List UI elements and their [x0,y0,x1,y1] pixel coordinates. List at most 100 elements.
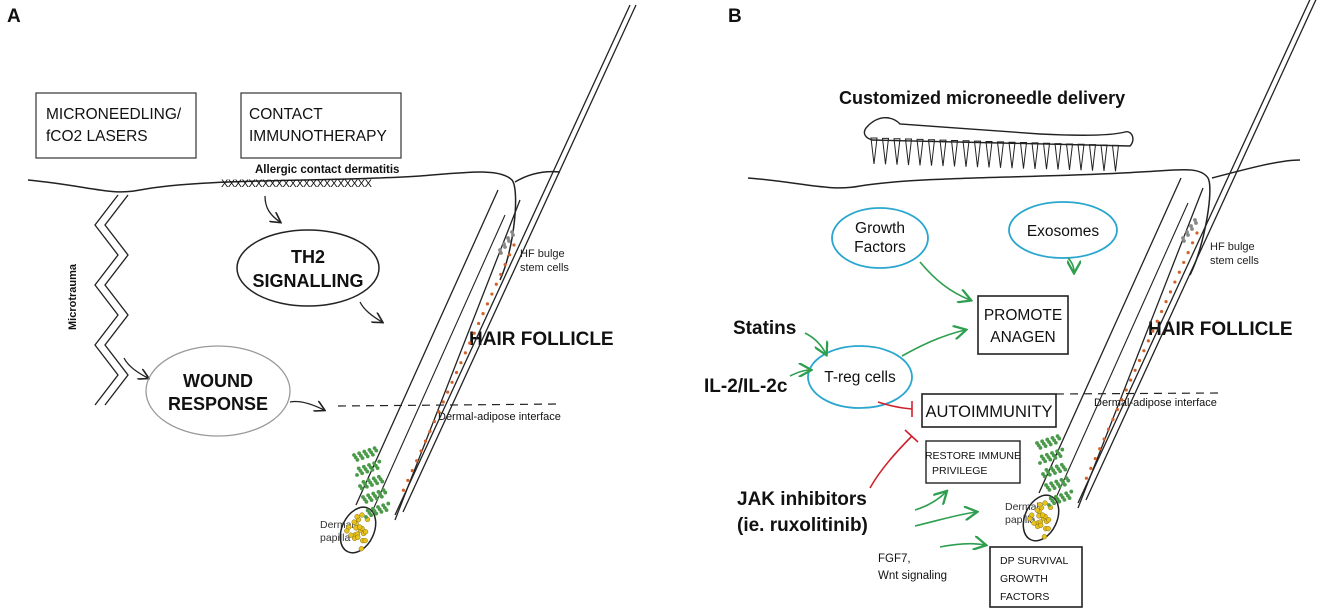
sheath-cell-b [1164,300,1168,304]
hf-bulge-b-line2: stem cells [1210,255,1259,267]
sheath-cell-a [494,282,498,286]
sheath-cell-b [1133,368,1137,372]
matrix-cell-a [380,479,385,484]
sheath-cell-a [499,272,503,277]
papilla-cell-b [1042,500,1048,506]
sheath-cell-b [1124,388,1128,392]
dp-line3: FACTORS [1000,591,1049,603]
papilla-cell-b [1045,526,1051,532]
microneedle [870,137,878,165]
autoimmunity-box [921,393,1057,428]
matrix-cell-a [360,471,365,476]
matrix-cell-b [1057,484,1062,489]
dermal-papilla-a-line1: Dermal [320,519,354,531]
bulge-cell-b [1189,224,1193,228]
dp-survival-box [989,546,1083,608]
inhibit-bar-2 [904,429,919,443]
sheath-cell-b [1115,407,1119,412]
hair-follicle-label-b: HAIR FOLLICLE [1148,319,1293,340]
matrix-cell-b [1047,472,1052,477]
microneedle [1042,142,1051,170]
microneedle-patch [863,117,1134,147]
hair-shaft-b [1077,0,1311,504]
sheath-cell-a [485,302,490,306]
sheath-cell-a [441,400,445,404]
fgf7-line1: FGF7, [878,553,911,565]
sheath-cell-b [1106,427,1111,431]
jak-line1: JAK inhibitors [737,489,867,510]
matrix-cell-a [375,481,380,486]
sheath-cell-b [1137,358,1142,363]
dp-line2: GROWTH [1000,573,1048,585]
inhibit-treg-autoimmunity [877,401,913,410]
restore-line1: RESTORE IMMUNE [925,450,1021,462]
matrix-cell-b [1052,486,1057,491]
sheath-cell-b [1190,241,1195,245]
skin-surface-a [27,171,517,281]
sheath-cell-a [477,321,481,326]
microtrauma-label: Microtrauma [67,263,79,330]
dermal-papilla-a-line2: papilla [320,532,351,544]
sheath-cell-b [1120,398,1124,402]
treg-label: T-reg cells [824,369,896,386]
sheath-cell-b [1182,260,1186,265]
panel-b: B Customized microneedle delivery Growth… [704,0,1317,608]
matrix-cell-b [1060,447,1065,452]
matrix-cell-a [370,467,375,472]
sheath-cell-a [468,341,472,345]
bulge-cell-a [499,251,503,255]
bulge-cell-a [507,239,511,243]
papilla-cell-b [1027,516,1033,522]
matrix-cell-a [377,459,382,464]
arrow-exosomes-promote [1068,257,1074,272]
arrow-wound-interface [289,401,324,410]
sheath-cell-a [432,419,436,424]
bulge-cell-a [503,245,507,249]
bulge-cell-b [1194,221,1198,225]
sheath-cell-a [507,253,512,257]
sheath-cell-a [463,351,467,355]
microneedle [1008,141,1016,169]
contact-box [240,92,402,159]
interface-line-a [337,403,561,407]
th2-line2: SIGNALLING [253,271,364,291]
contact-line1: CONTACT [249,106,323,123]
sheath-cell-b [1195,231,1199,235]
bulge-cell-a [506,236,510,240]
sheath-cell-b [1142,349,1146,353]
microneedle-title: Customized microneedle delivery [839,88,1125,108]
sheath-cell-a [454,370,459,375]
sheath-cell-a [490,292,494,296]
arrow-microtrauma-wound [123,357,148,378]
sheath-cell-b [1111,417,1115,421]
matrix-cell-a [374,511,379,516]
papilla-cell-a [357,524,363,530]
dermal-papilla-b-line2: papilla [1005,514,1036,526]
papilla-cell-a [359,512,365,518]
matrix-cell-a [364,484,369,489]
matrix-cell-b [1047,503,1051,507]
wound-line1: WOUND [183,371,253,391]
sheath-cell-a [406,478,410,482]
sheath-cell-a [446,390,450,394]
hair-shaft-a [402,4,637,513]
hf-bulge-a-line2: stem cells [520,262,569,274]
microneedle [916,138,924,166]
sheath-cell-b [1089,466,1093,470]
papilla-cell-a [348,532,354,538]
papilla-cell-a [351,519,357,525]
matrix-cell-b [1043,444,1048,449]
hf-bulge-b-line1: HF bulge [1210,241,1255,253]
th2-ellipse [236,229,380,307]
microtrauma-zigzag-right [104,194,129,406]
papilla-cell-b [1041,534,1047,540]
interface-label-a: Dermal-adipose interface [438,411,561,423]
allergic-label: Allergic contact dermatitis [255,164,399,176]
sheath-cell-a [401,488,406,492]
sheath-cell-b [1168,290,1173,294]
sheath-cell-a [423,439,428,443]
arrow-growth-promote [919,261,970,300]
matrix-cell-a [369,513,374,518]
microneedling-box [35,92,197,159]
matrix-cell-b [1042,474,1047,479]
